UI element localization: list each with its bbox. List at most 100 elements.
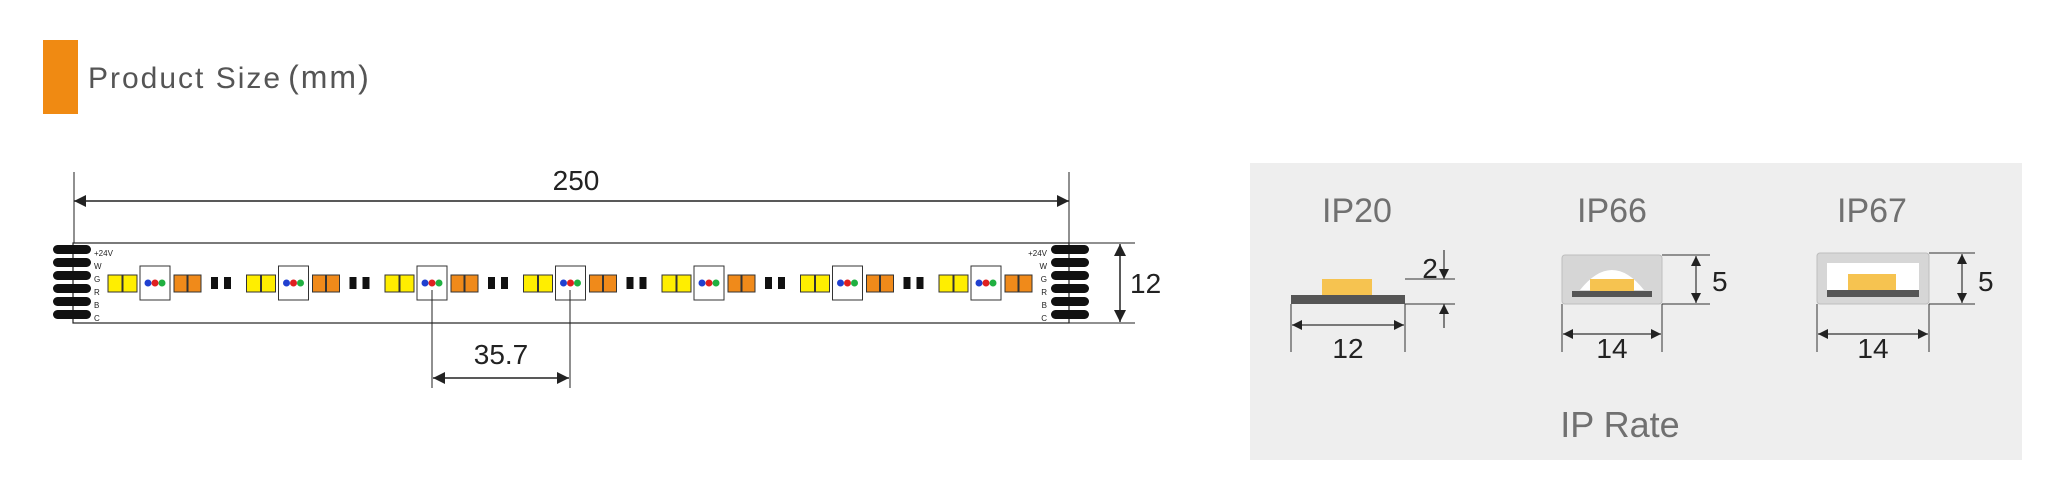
resistor (488, 277, 495, 289)
warm-white-led (464, 274, 479, 293)
rgb-led-green-die (712, 279, 720, 287)
yellow-led (523, 274, 538, 293)
right-pin-labels: +24V W G R B C (1028, 249, 1048, 323)
right-solder-pads (1051, 245, 1089, 319)
resistor (903, 277, 911, 289)
rgb-led-blue-die (560, 279, 567, 287)
length-value: 250 (553, 165, 600, 196)
ip20-pcb (1291, 295, 1405, 304)
pin-label: R (1041, 288, 1047, 297)
rgb-led-blue-die (837, 279, 844, 287)
resistor (211, 277, 218, 289)
yellow-led (538, 274, 553, 293)
rgb-led-green-die (158, 279, 166, 287)
section-title-text: Product Size (88, 61, 283, 95)
led-group (661, 265, 785, 301)
warm-white-led (880, 274, 894, 293)
pin-label: C (1041, 314, 1047, 323)
rgb-led-blue-die (975, 279, 983, 287)
ip-height-value: 5 (1978, 266, 1994, 297)
rgb-led-green-die (989, 279, 997, 287)
rgb-led-blue-die (144, 279, 152, 287)
yellow-led (938, 274, 954, 293)
warm-white-led (326, 274, 340, 293)
resistor (362, 277, 370, 289)
led-strip-drawing: 250 +24V W G R B C (53, 165, 1161, 388)
ip-rate-panel: IP20 2 12 IP66 (1250, 163, 2022, 460)
ip-rating-name: IP67 (1837, 192, 1907, 230)
ip66-led-chip (1590, 279, 1634, 291)
resistor (626, 277, 634, 289)
warm-white-led (741, 274, 756, 293)
led-group (107, 265, 231, 301)
pin-label: B (1042, 301, 1047, 310)
rgb-led-red-die (151, 279, 159, 287)
resistor (224, 277, 231, 289)
rgb-led-green-die (574, 279, 581, 287)
ip-panel-title: IP Rate (1560, 404, 1679, 445)
led-group (800, 265, 924, 301)
yellow-led (399, 274, 415, 293)
resistor (916, 277, 924, 289)
yellow-led (246, 274, 261, 293)
yellow-led (661, 274, 677, 293)
warm-white-led (1004, 274, 1019, 293)
resistor (501, 277, 508, 289)
warm-white-led (312, 274, 326, 293)
led-group (938, 265, 1033, 301)
rgb-led-blue-die (283, 279, 290, 287)
pin-label: B (94, 301, 99, 310)
pin-label: G (94, 275, 100, 284)
pin-label: R (94, 288, 100, 297)
warm-white-led (1018, 274, 1033, 293)
yellow-led (384, 274, 400, 293)
rgb-led-red-die (844, 279, 851, 287)
rgb-led-red-die (290, 279, 297, 287)
led-groups (107, 265, 1033, 301)
ip66-profile: IP66 5 14 (1561, 192, 1728, 364)
ip-width-value: 14 (1596, 333, 1627, 364)
ip-rating-name: IP20 (1322, 192, 1392, 230)
pin-label: W (1039, 262, 1047, 271)
pitch-value: 35.7 (474, 339, 529, 370)
yellow-led (107, 274, 123, 293)
rgb-led-red-die (428, 279, 436, 287)
warm-white-led (589, 274, 603, 293)
ip-width-value: 14 (1857, 333, 1888, 364)
pin-label: G (1041, 275, 1047, 284)
header-accent-bar (43, 40, 78, 114)
ip-height-value: 5 (1712, 266, 1728, 297)
ip20-profile: IP20 2 12 (1290, 192, 1455, 364)
warm-white-led (866, 274, 880, 293)
ip20-led-chip (1322, 279, 1372, 295)
ip-width-value: 12 (1332, 333, 1363, 364)
section-header: Product Size(mm) (43, 40, 371, 114)
rgb-led-blue-die (421, 279, 429, 287)
yellow-led (800, 274, 815, 293)
resistor (765, 277, 772, 289)
rgb-led-green-die (851, 279, 858, 287)
resistor (349, 277, 357, 289)
yellow-led (261, 274, 276, 293)
section-title: Product Size(mm) (88, 59, 371, 96)
pin-label: C (94, 314, 100, 323)
ip67-pcb (1827, 290, 1919, 297)
ip-panel-background (1250, 163, 2022, 460)
pin-label: W (94, 262, 102, 271)
warm-white-led (450, 274, 465, 293)
warm-white-led (603, 274, 617, 293)
yellow-led (815, 274, 830, 293)
pin-label: +24V (94, 249, 114, 258)
rgb-led-green-die (435, 279, 443, 287)
ip-height-value: 2 (1422, 253, 1438, 284)
warm-white-led (727, 274, 742, 293)
left-solder-pads (53, 245, 91, 319)
warm-white-led (173, 274, 188, 293)
resistor (778, 277, 785, 289)
ip67-profile: IP67 5 14 (1816, 192, 1994, 364)
yellow-led (676, 274, 692, 293)
ip67-led-chip (1848, 274, 1896, 290)
ip-rating-name: IP66 (1577, 192, 1647, 230)
section-title-unit: (mm) (288, 58, 371, 95)
